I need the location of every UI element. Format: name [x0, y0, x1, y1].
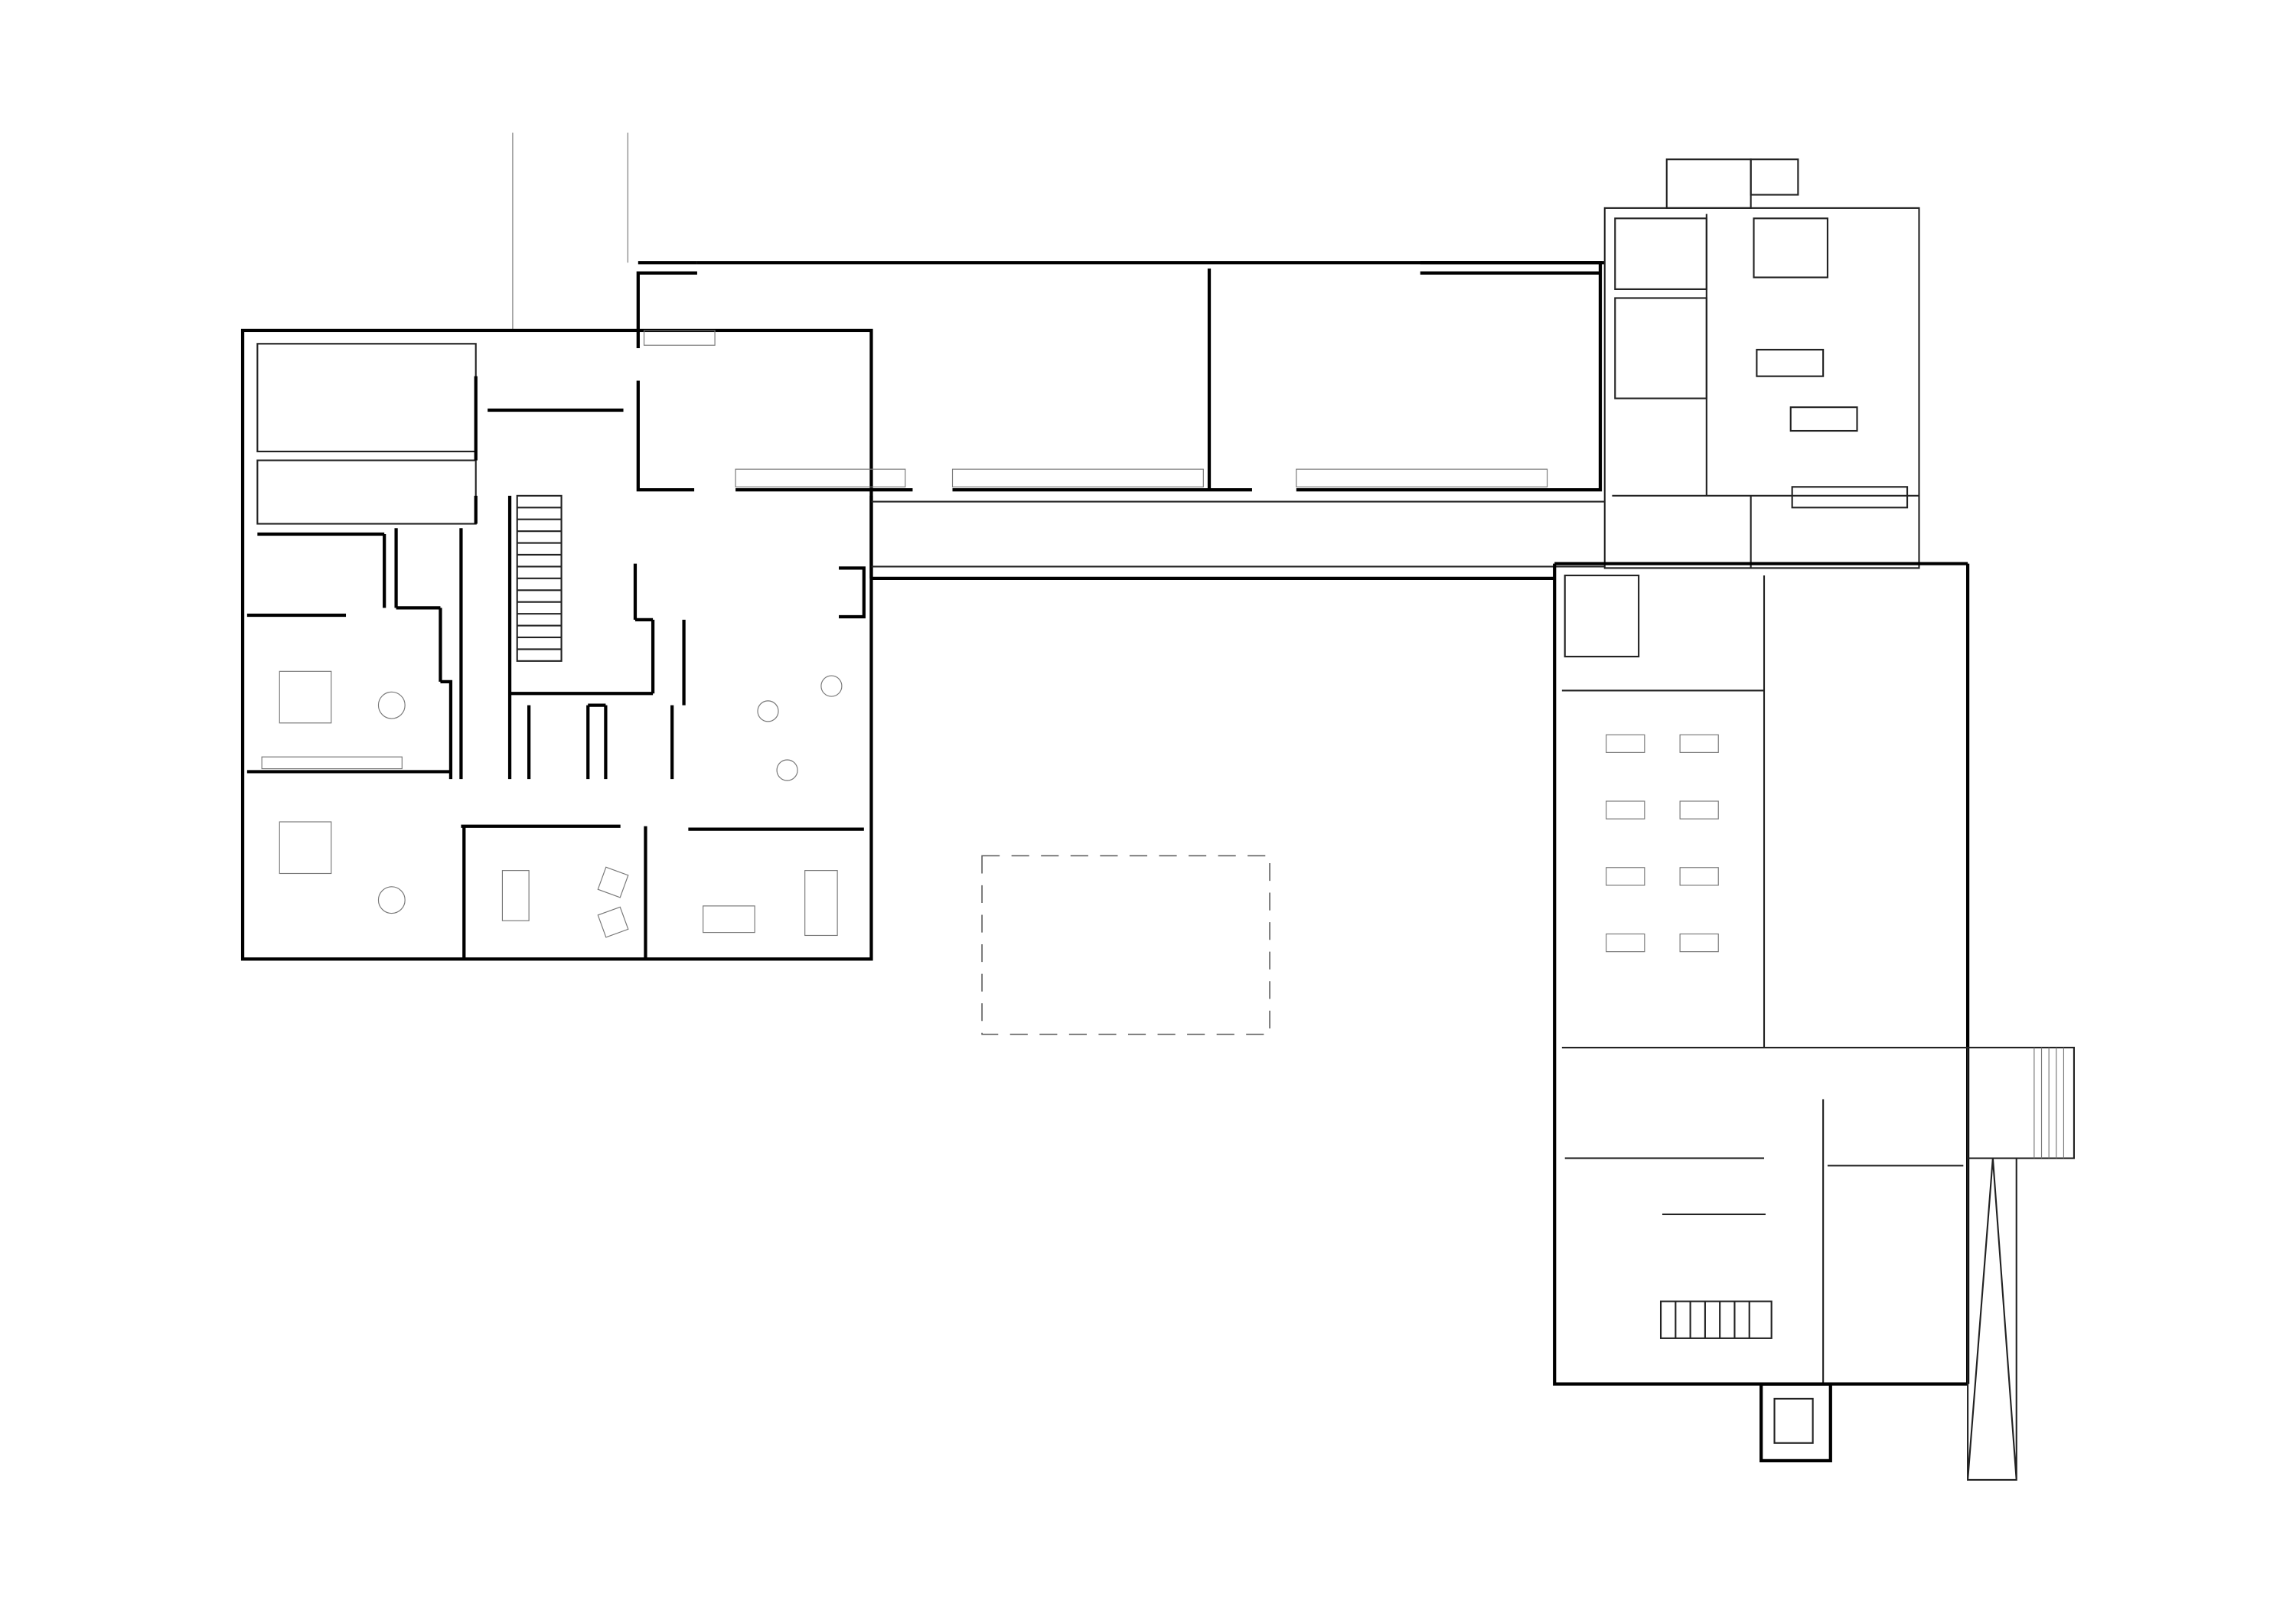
right-upper-block: [1603, 158, 1920, 569]
site-lines: [512, 132, 628, 331]
dining-tables: [1606, 734, 1719, 953]
stair-lower: [1659, 1300, 1773, 1339]
benches: [735, 468, 1548, 487]
center-wing: [636, 261, 1605, 1035]
right-lower-block: [1553, 562, 2075, 1481]
left-wing: [240, 328, 873, 961]
stair: [516, 494, 563, 662]
courtyard-outline: [981, 855, 1270, 1035]
furniture: [261, 330, 843, 938]
